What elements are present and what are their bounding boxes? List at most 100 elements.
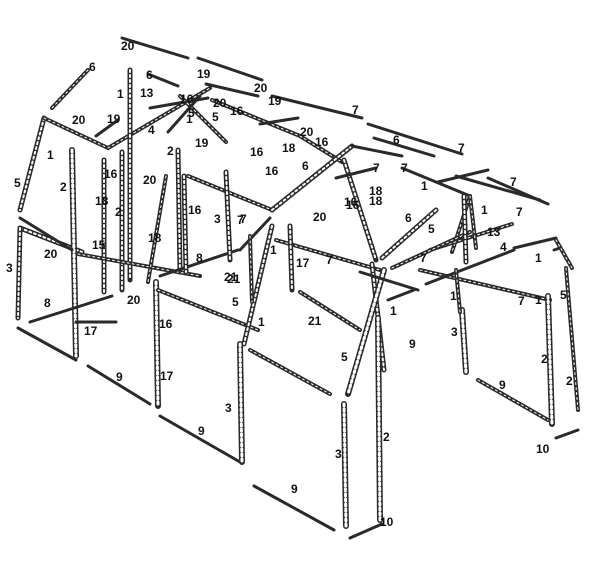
- part-label: 9: [409, 337, 416, 351]
- part-label: 5: [341, 350, 348, 364]
- part-label: 7: [326, 253, 333, 267]
- part-label: 20: [127, 293, 141, 307]
- part-label: 8: [44, 296, 51, 310]
- part-label: 6: [393, 133, 400, 147]
- frame-member: [94, 118, 120, 138]
- part-label: 7: [401, 161, 408, 175]
- frame-member: [252, 484, 336, 532]
- part-label: 3: [225, 401, 232, 415]
- part-label: 13: [487, 225, 501, 239]
- frame-member: [270, 94, 364, 120]
- frame-member: [386, 288, 416, 302]
- part-number-labels: 20 6 6 19 20 1 13 7 16 20 19 5 20 4 19 5…: [6, 39, 573, 529]
- part-label: 18: [369, 184, 383, 198]
- part-label: 18: [95, 194, 109, 208]
- part-label: 2: [115, 205, 122, 219]
- part-label: 1: [481, 203, 488, 217]
- part-label: 1: [421, 179, 428, 193]
- part-label: 7: [510, 175, 517, 189]
- frame-member-highlight: [77, 253, 201, 277]
- part-label: 21: [224, 270, 238, 284]
- part-label: 16: [265, 164, 279, 178]
- frame-member: [16, 326, 78, 362]
- frame-member-highlight: [419, 269, 551, 301]
- frame-member: [146, 72, 180, 88]
- frame-member-highlight: [107, 87, 211, 149]
- part-label: 5: [212, 110, 219, 124]
- frame-member-highlight: [376, 316, 382, 522]
- part-label: 7: [458, 141, 465, 155]
- part-label: 1: [186, 112, 193, 126]
- frame-member-highlight: [460, 308, 468, 374]
- frame-member-highlight: [17, 227, 21, 319]
- part-label: 6: [302, 159, 309, 173]
- part-label: 20: [254, 81, 268, 95]
- frame-member: [358, 270, 420, 292]
- frame-member-highlight: [371, 263, 385, 371]
- frame-member: [158, 248, 240, 278]
- frame-member: [350, 144, 404, 158]
- frame-member: [554, 428, 580, 440]
- part-label: 20: [213, 96, 227, 110]
- part-label: 19: [107, 112, 121, 126]
- frame-member: [486, 176, 550, 206]
- frame-member-highlight: [243, 225, 273, 345]
- frame-member-highlight: [147, 175, 167, 283]
- frame-member-highlight: [342, 402, 348, 528]
- frame-member-highlight: [429, 223, 513, 251]
- frame-member: [372, 136, 436, 158]
- part-label: 20: [300, 125, 314, 139]
- frame-member-highlight: [183, 175, 187, 273]
- part-label: 10: [536, 442, 550, 456]
- part-label: 21: [227, 272, 241, 286]
- frame-member: [436, 168, 490, 184]
- part-label: 16: [104, 167, 118, 181]
- frame-member-highlight: [238, 342, 244, 464]
- frame-member-highlight: [187, 175, 273, 211]
- part-label: 3: [335, 447, 342, 461]
- part-label: 16: [315, 135, 329, 149]
- frame-member: [196, 56, 264, 82]
- frame-member-highlight: [275, 239, 381, 271]
- part-label: 16: [250, 145, 264, 159]
- part-label: 7: [420, 251, 427, 265]
- part-label: 1: [450, 289, 457, 303]
- part-label: 16: [180, 92, 194, 106]
- part-label: 17: [84, 324, 98, 338]
- part-label: 2: [167, 144, 174, 158]
- frame-member-highlight: [463, 195, 467, 263]
- part-label: 1: [117, 87, 124, 101]
- frame-member-highlight: [43, 117, 109, 149]
- part-label: 10: [380, 515, 394, 529]
- part-label: 3: [451, 325, 458, 339]
- part-label: 8: [196, 251, 203, 265]
- frame-member-highlight: [455, 269, 461, 313]
- frame-member-highlight: [469, 195, 477, 249]
- frame-member: [424, 248, 516, 286]
- part-label: 1: [258, 315, 265, 329]
- part-label: 2: [566, 374, 573, 388]
- frame-member: [158, 414, 242, 464]
- part-label: 3: [214, 212, 221, 226]
- frame-member: [166, 94, 202, 134]
- part-label: 6: [405, 211, 412, 225]
- part-label: 16: [346, 198, 360, 212]
- part-label: 7: [516, 205, 523, 219]
- part-label: 19: [195, 136, 209, 150]
- frame-member-highlight: [299, 291, 361, 331]
- part-label: 1: [535, 251, 542, 265]
- part-label: 6: [146, 68, 153, 82]
- part-label: 18: [282, 141, 296, 155]
- part-label: 7: [352, 103, 359, 117]
- part-label: 1: [535, 293, 542, 307]
- frame-member-highlight: [51, 69, 89, 109]
- part-label: 2: [60, 180, 67, 194]
- part-label: 20: [143, 173, 157, 187]
- part-label: 15: [92, 238, 106, 252]
- part-label: 20: [121, 39, 135, 53]
- part-label: 6: [89, 60, 96, 74]
- frame-member-highlight: [391, 231, 471, 269]
- part-label: 4: [148, 123, 155, 137]
- part-label: 16: [344, 195, 358, 209]
- frame-member: [120, 36, 190, 60]
